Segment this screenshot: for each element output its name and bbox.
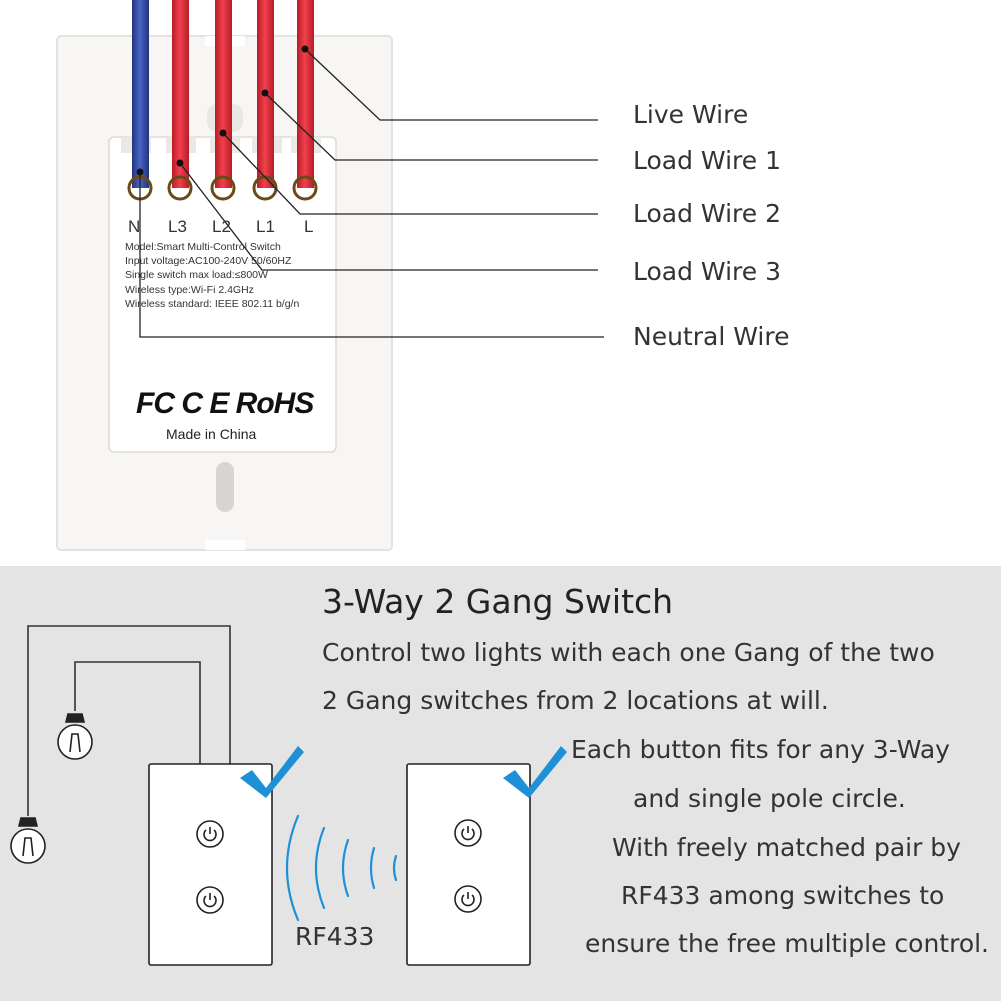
terminal-label-l1: L1 — [256, 217, 275, 236]
power-button-icon — [196, 820, 224, 914]
feature-line-4: RF433 among switches to — [621, 881, 945, 910]
feature-line-1: Each button fits for any 3-Way — [571, 735, 950, 764]
live-wire — [297, 0, 314, 188]
rf433-label: RF433 — [295, 922, 375, 951]
switch-back-illustration — [56, 0, 604, 551]
load-wire-2-label: Load Wire 2 — [633, 199, 781, 228]
spec-load: Single switch max load:≤800W — [125, 269, 268, 281]
certification-logos: FC C E RoHS — [136, 387, 314, 420]
checkmark-icon — [240, 746, 304, 798]
terminal-label-l: L — [304, 217, 314, 236]
three-way-illustration — [10, 625, 567, 966]
load-wire-2 — [215, 0, 232, 188]
feature-line-2: and single pole circle. — [633, 784, 906, 813]
load-wire-1-label: Load Wire 1 — [633, 146, 781, 175]
feature-panel: 3-Way 2 Gang Switch Control two lights w… — [0, 566, 1001, 1001]
terminal-label-l2: L2 — [212, 217, 231, 236]
spec-wireless-type: Wireless type:Wi-Fi 2.4GHz — [125, 284, 254, 296]
neutral-wire — [132, 0, 149, 188]
terminal-label-l3: L3 — [168, 217, 187, 236]
description-line-1: Control two lights with each one Gang of… — [322, 638, 935, 667]
description-line-2: 2 Gang switches from 2 locations at will… — [322, 686, 829, 715]
spec-wireless-standard: Wireless standard: IEEE 802.11 b/g/n — [125, 298, 300, 310]
plate-slot-bottom — [216, 462, 234, 512]
feature-line-5: ensure the free multiple control. — [585, 929, 990, 958]
checkmark-icon-2 — [503, 746, 567, 798]
section-title: 3-Way 2 Gang Switch — [322, 582, 674, 621]
bulb-icon — [57, 713, 93, 760]
bulb-icon-2 — [10, 817, 46, 864]
rf-signal-icon — [285, 814, 398, 922]
feature-line-3: With freely matched pair by — [612, 833, 961, 862]
wall-switch-1 — [148, 763, 273, 966]
power-button-icon-2 — [454, 819, 482, 913]
spec-model: Model:Smart Multi-Control Switch — [125, 241, 281, 253]
wiring-diagram-panel: N L3 L2 L1 L Model:Smart Multi-Control S… — [56, 0, 790, 551]
live-wire-label: Live Wire — [633, 100, 749, 129]
made-in-label: Made in China — [166, 426, 257, 442]
load-wire-3-label: Load Wire 3 — [633, 257, 781, 286]
wall-switch-2 — [406, 763, 531, 966]
spec-voltage: Input voltage:AC100-240V 50/60HZ — [125, 255, 292, 267]
neutral-wire-label: Neutral Wire — [633, 322, 790, 351]
load-wire-3 — [172, 0, 189, 188]
terminal-label-n: N — [128, 217, 141, 236]
